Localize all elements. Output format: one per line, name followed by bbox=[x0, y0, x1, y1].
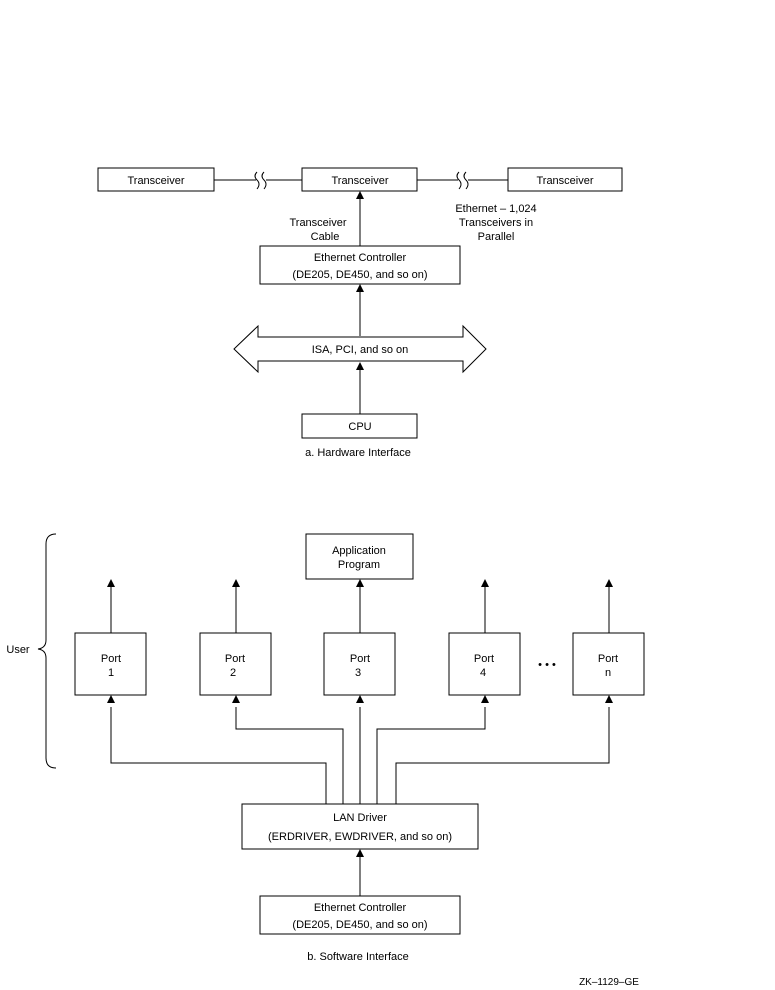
ellipsis: • • • bbox=[538, 659, 556, 671]
connector-port-2 bbox=[235, 707, 344, 804]
ethernet-note: Ethernet – 1,024 Transceivers in Paralle… bbox=[455, 203, 536, 243]
port-box-4: Port 4 bbox=[448, 632, 521, 696]
arrow-head bbox=[356, 579, 364, 587]
svg-text:Transceiver: Transceiver bbox=[289, 217, 346, 229]
svg-text:(DE205, DE450, and so on): (DE205, DE450, and so on) bbox=[292, 919, 427, 931]
arrow-head bbox=[356, 849, 364, 857]
svg-text:Port: Port bbox=[225, 653, 245, 665]
svg-text:Program: Program bbox=[338, 559, 380, 571]
svg-text:Cable: Cable bbox=[311, 231, 340, 243]
break-mark bbox=[463, 171, 469, 190]
lan-driver-box: LAN Driver (ERDRIVER, EWDRIVER, and so o… bbox=[241, 803, 479, 850]
user-label: User bbox=[6, 644, 30, 656]
break-mark bbox=[254, 171, 260, 190]
svg-text:Port: Port bbox=[598, 653, 618, 665]
hardware-interface: Transceiver Transceiver Transceiver Ethe… bbox=[97, 167, 623, 459]
svg-text:Transceivers in: Transceivers in bbox=[459, 217, 533, 229]
svg-text:Ethernet – 1,024: Ethernet – 1,024 bbox=[455, 203, 536, 215]
arrow-head bbox=[605, 579, 613, 587]
break-mark bbox=[456, 171, 462, 190]
arrow-head bbox=[481, 695, 489, 703]
port-box-3: Port 3 bbox=[323, 632, 396, 696]
svg-text:CPU: CPU bbox=[348, 421, 371, 433]
svg-text:Ethernet Controller: Ethernet Controller bbox=[314, 902, 407, 914]
port-box-1: Port 1 bbox=[74, 632, 147, 696]
svg-text:Port: Port bbox=[350, 653, 370, 665]
transceiver-box-center: Transceiver bbox=[301, 167, 418, 192]
transceiver-box-right: Transceiver bbox=[507, 167, 623, 192]
arrow-head bbox=[232, 695, 240, 703]
transceiver-label: Transceiver bbox=[536, 175, 593, 187]
arrow-head bbox=[356, 191, 364, 199]
svg-text:1: 1 bbox=[108, 667, 114, 679]
connector-port-4 bbox=[376, 707, 486, 804]
svg-text:Port: Port bbox=[101, 653, 121, 665]
arrow-head bbox=[481, 579, 489, 587]
break-mark bbox=[261, 171, 267, 190]
software-caption: b. Software Interface bbox=[307, 951, 409, 963]
arrow-head bbox=[107, 579, 115, 587]
arrow-head bbox=[356, 695, 364, 703]
cpu-box: CPU bbox=[301, 413, 418, 439]
figure-id: ZK–1129–GE bbox=[579, 977, 639, 988]
transceiver-box-left: Transceiver bbox=[97, 167, 215, 192]
arrow-head bbox=[232, 579, 240, 587]
svg-text:2: 2 bbox=[230, 667, 236, 679]
arrow-head bbox=[356, 284, 364, 292]
arrow-head bbox=[605, 695, 613, 703]
transceiver-label: Transceiver bbox=[331, 175, 388, 187]
ethernet-controller-box: Ethernet Controller (DE205, DE450, and s… bbox=[259, 245, 461, 285]
svg-text:(ERDRIVER, EWDRIVER, and so on: (ERDRIVER, EWDRIVER, and so on) bbox=[268, 831, 452, 843]
svg-text:3: 3 bbox=[355, 667, 361, 679]
hardware-caption: a. Hardware Interface bbox=[305, 447, 411, 459]
svg-text:Parallel: Parallel bbox=[478, 231, 515, 243]
transceiver-cable-label: Transceiver Cable bbox=[289, 217, 346, 243]
connector-port-n bbox=[395, 707, 610, 804]
bus-double-arrow: ISA, PCI, and so on bbox=[233, 324, 487, 374]
software-interface: User Application Program Port 1 Port 2 bbox=[6, 533, 645, 963]
arrow-head bbox=[107, 695, 115, 703]
connector-port-1 bbox=[110, 707, 327, 804]
svg-text:LAN Driver: LAN Driver bbox=[333, 812, 387, 824]
arrow-head bbox=[356, 362, 364, 370]
port-box-2: Port 2 bbox=[199, 632, 272, 696]
user-brace bbox=[37, 533, 57, 769]
ethernet-controller-box: Ethernet Controller (DE205, DE450, and s… bbox=[259, 895, 461, 935]
application-program-box: Application Program bbox=[305, 533, 414, 580]
svg-text:Ethernet Controller: Ethernet Controller bbox=[314, 252, 407, 264]
svg-text:4: 4 bbox=[480, 667, 486, 679]
port-box-n: Port n bbox=[572, 632, 645, 696]
bus-label: ISA, PCI, and so on bbox=[312, 344, 409, 356]
svg-text:Application: Application bbox=[332, 545, 386, 557]
svg-text:Port: Port bbox=[474, 653, 494, 665]
svg-text:n: n bbox=[605, 667, 611, 679]
transceiver-label: Transceiver bbox=[127, 175, 184, 187]
svg-text:(DE205, DE450, and so on): (DE205, DE450, and so on) bbox=[292, 269, 427, 281]
